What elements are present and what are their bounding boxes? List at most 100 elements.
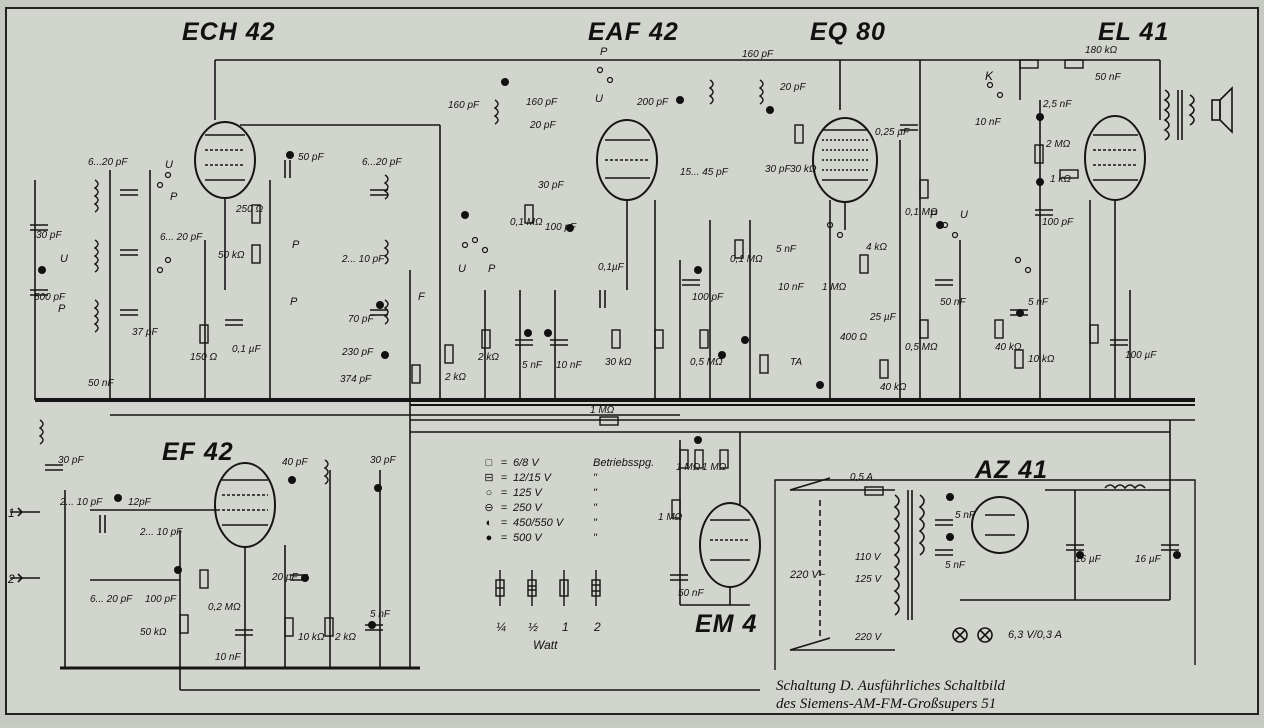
label-c100uf: 100 µF	[1125, 350, 1157, 361]
wattage-symbols	[495, 570, 601, 606]
label-c12pf: 12pF	[128, 497, 152, 508]
label-c025uf: 0,25 µF	[875, 127, 910, 138]
label-c01uf: 0,1 µF	[232, 344, 261, 355]
label-c30pf-c: 30 pF	[765, 164, 791, 175]
legend-symbol: ○	[485, 486, 493, 499]
label-switch-p-7: P	[930, 209, 938, 221]
legend-symbol: □	[485, 456, 493, 469]
caption-line-1: Schaltung D. Ausführliches Schaltbild	[776, 678, 1005, 694]
label-c100pf-a: 100 pF	[545, 222, 577, 233]
label-c2-10pf: 2... 10 pF	[341, 254, 385, 265]
legend-value: 450/550 V	[513, 516, 564, 529]
legend-note: "	[593, 471, 597, 484]
label-c5nf-c: 5 nF	[1028, 297, 1049, 308]
label-r02m: 0,2 MΩ	[208, 602, 241, 613]
eq80-tube	[812, 117, 878, 230]
label-c50nf-c: 50 nF	[1095, 72, 1121, 83]
legend-eq: =	[500, 501, 508, 514]
legend-symbol: ⊟	[484, 472, 494, 484]
legend-symbol: ●	[485, 531, 493, 544]
label-c5nf-d: 5 nF	[370, 609, 391, 620]
label-c30pf-e: 30 pF	[58, 455, 84, 466]
legend-value: 12/15 V	[513, 471, 551, 484]
label-r1m-d: 1 MΩ	[676, 462, 701, 473]
watt-value: 1	[562, 620, 569, 634]
label-c6-20pf-a: 6...20 pF	[88, 157, 128, 168]
label-c50nf-d: 50 nF	[678, 588, 704, 599]
label-c500pf: 500 pF	[34, 292, 66, 303]
label-c100pf-d: 100 pF	[145, 594, 177, 605]
label-c100pf-b: 100 pF	[692, 292, 724, 303]
label-c5nf-f: 5 nF	[945, 560, 966, 571]
label-c6-20pf-b: 6...20 pF	[362, 157, 402, 168]
tube-label-az41: AZ 41	[975, 456, 1049, 484]
label-c50pf: 50 pF	[298, 152, 324, 163]
label-r1m-e: 1 MΩ	[702, 462, 727, 473]
label-c40pf: 40 pF	[282, 457, 308, 468]
label-c16uf-b: 16 µF	[1135, 554, 1162, 565]
label-r30k-b: 30 kΩ	[605, 357, 632, 368]
watt-label: Watt	[533, 638, 558, 652]
label-r30k-a: 30 kΩ	[790, 164, 817, 175]
label-c160pf-c: 160 pF	[742, 49, 774, 60]
label-c5nf-b: 5 nF	[776, 244, 797, 255]
legend-row: ● = 500 V "	[483, 530, 654, 545]
watt-value: 2	[594, 620, 601, 634]
legend-row: ◐ = 450/550 V "	[483, 515, 654, 530]
label-r1m-b: 1 MΩ	[590, 405, 615, 416]
legend-symbol: ◐	[485, 516, 493, 529]
output-transformer	[1163, 89, 1195, 141]
eaf42-tube	[596, 119, 658, 290]
label-switch-u-3: U	[458, 263, 466, 275]
legend-row: ○ = 125 V "	[483, 485, 654, 500]
label-r50k: 50 kΩ	[218, 250, 245, 261]
label-r10k-b: 10 kΩ	[298, 632, 325, 643]
label-c25uf: 25 µF	[869, 312, 897, 323]
label-v220ac: 220 V~	[789, 569, 826, 581]
el41-tube	[1084, 115, 1146, 400]
label-c20pf-a: 20 pF	[529, 120, 556, 131]
label-lamp: 6,3 V/0,3 A	[1008, 629, 1062, 641]
legend-value: 250 V	[513, 501, 542, 514]
label-c30pf-b: 30 pF	[538, 180, 564, 191]
label-r180k: 180 kΩ	[1085, 45, 1117, 56]
label-switch-u-4: U	[595, 93, 603, 105]
label-c10nf-b: 10 nF	[778, 282, 804, 293]
label-c230pf: 230 pF	[341, 347, 374, 358]
label-c200pf: 200 pF	[636, 97, 669, 108]
label-antenna-1: 1	[8, 506, 15, 520]
label-r05m: 0,5 MΩ	[690, 357, 723, 368]
legend-eq: =	[500, 486, 508, 499]
label-r2k-a: 2 kΩ	[477, 352, 499, 363]
legend-note: "	[593, 486, 597, 499]
label-r01m-b: 0,1 MΩ	[730, 254, 763, 265]
label-antenna-2: 2	[7, 572, 15, 586]
label-r1m-c: 1 MΩ	[658, 512, 683, 523]
tube-label-em4: EM 4	[695, 610, 758, 638]
legend-eq: =	[500, 471, 508, 484]
legend-row: ⊟ = 12/15 V "	[483, 470, 654, 485]
choke-coil	[1104, 484, 1146, 490]
legend-value: 500 V	[513, 531, 542, 544]
label-r01m-c: 0,1 MΩ	[905, 207, 938, 218]
watt-value: ½	[528, 620, 539, 634]
label-r2m: 2 MΩ	[1045, 139, 1071, 150]
label-fuse: 0,5 A	[850, 472, 873, 483]
voltage-legend: □ = 6/8 V Betriebsspg. ⊟ = 12/15 V " ○ =…	[483, 455, 654, 545]
label-r05m-b: 0,5 MΩ	[905, 342, 938, 353]
label-c10nf-a: 10 nF	[556, 360, 582, 371]
tube-label-ef42: EF 42	[162, 438, 234, 466]
label-r2k-c: 2 kΩ	[334, 632, 356, 643]
tube-label-eq80: EQ 80	[810, 18, 886, 46]
label-c37pf: 37 pF	[132, 327, 158, 338]
label-c20pf-c: 20 pF	[271, 572, 298, 583]
az41-tube	[971, 496, 1029, 554]
label-c70pf: 70 pF	[348, 314, 374, 325]
legend-eq: =	[500, 531, 508, 544]
label-c50nf: 50 nF	[88, 378, 114, 389]
label-c25nf: 2,5 nF	[1042, 99, 1072, 110]
figure-caption: Schaltung D. Ausführliches Schaltbild de…	[776, 677, 1005, 713]
loudspeaker	[1211, 86, 1233, 134]
label-r1m-a: 1 MΩ	[822, 282, 847, 293]
